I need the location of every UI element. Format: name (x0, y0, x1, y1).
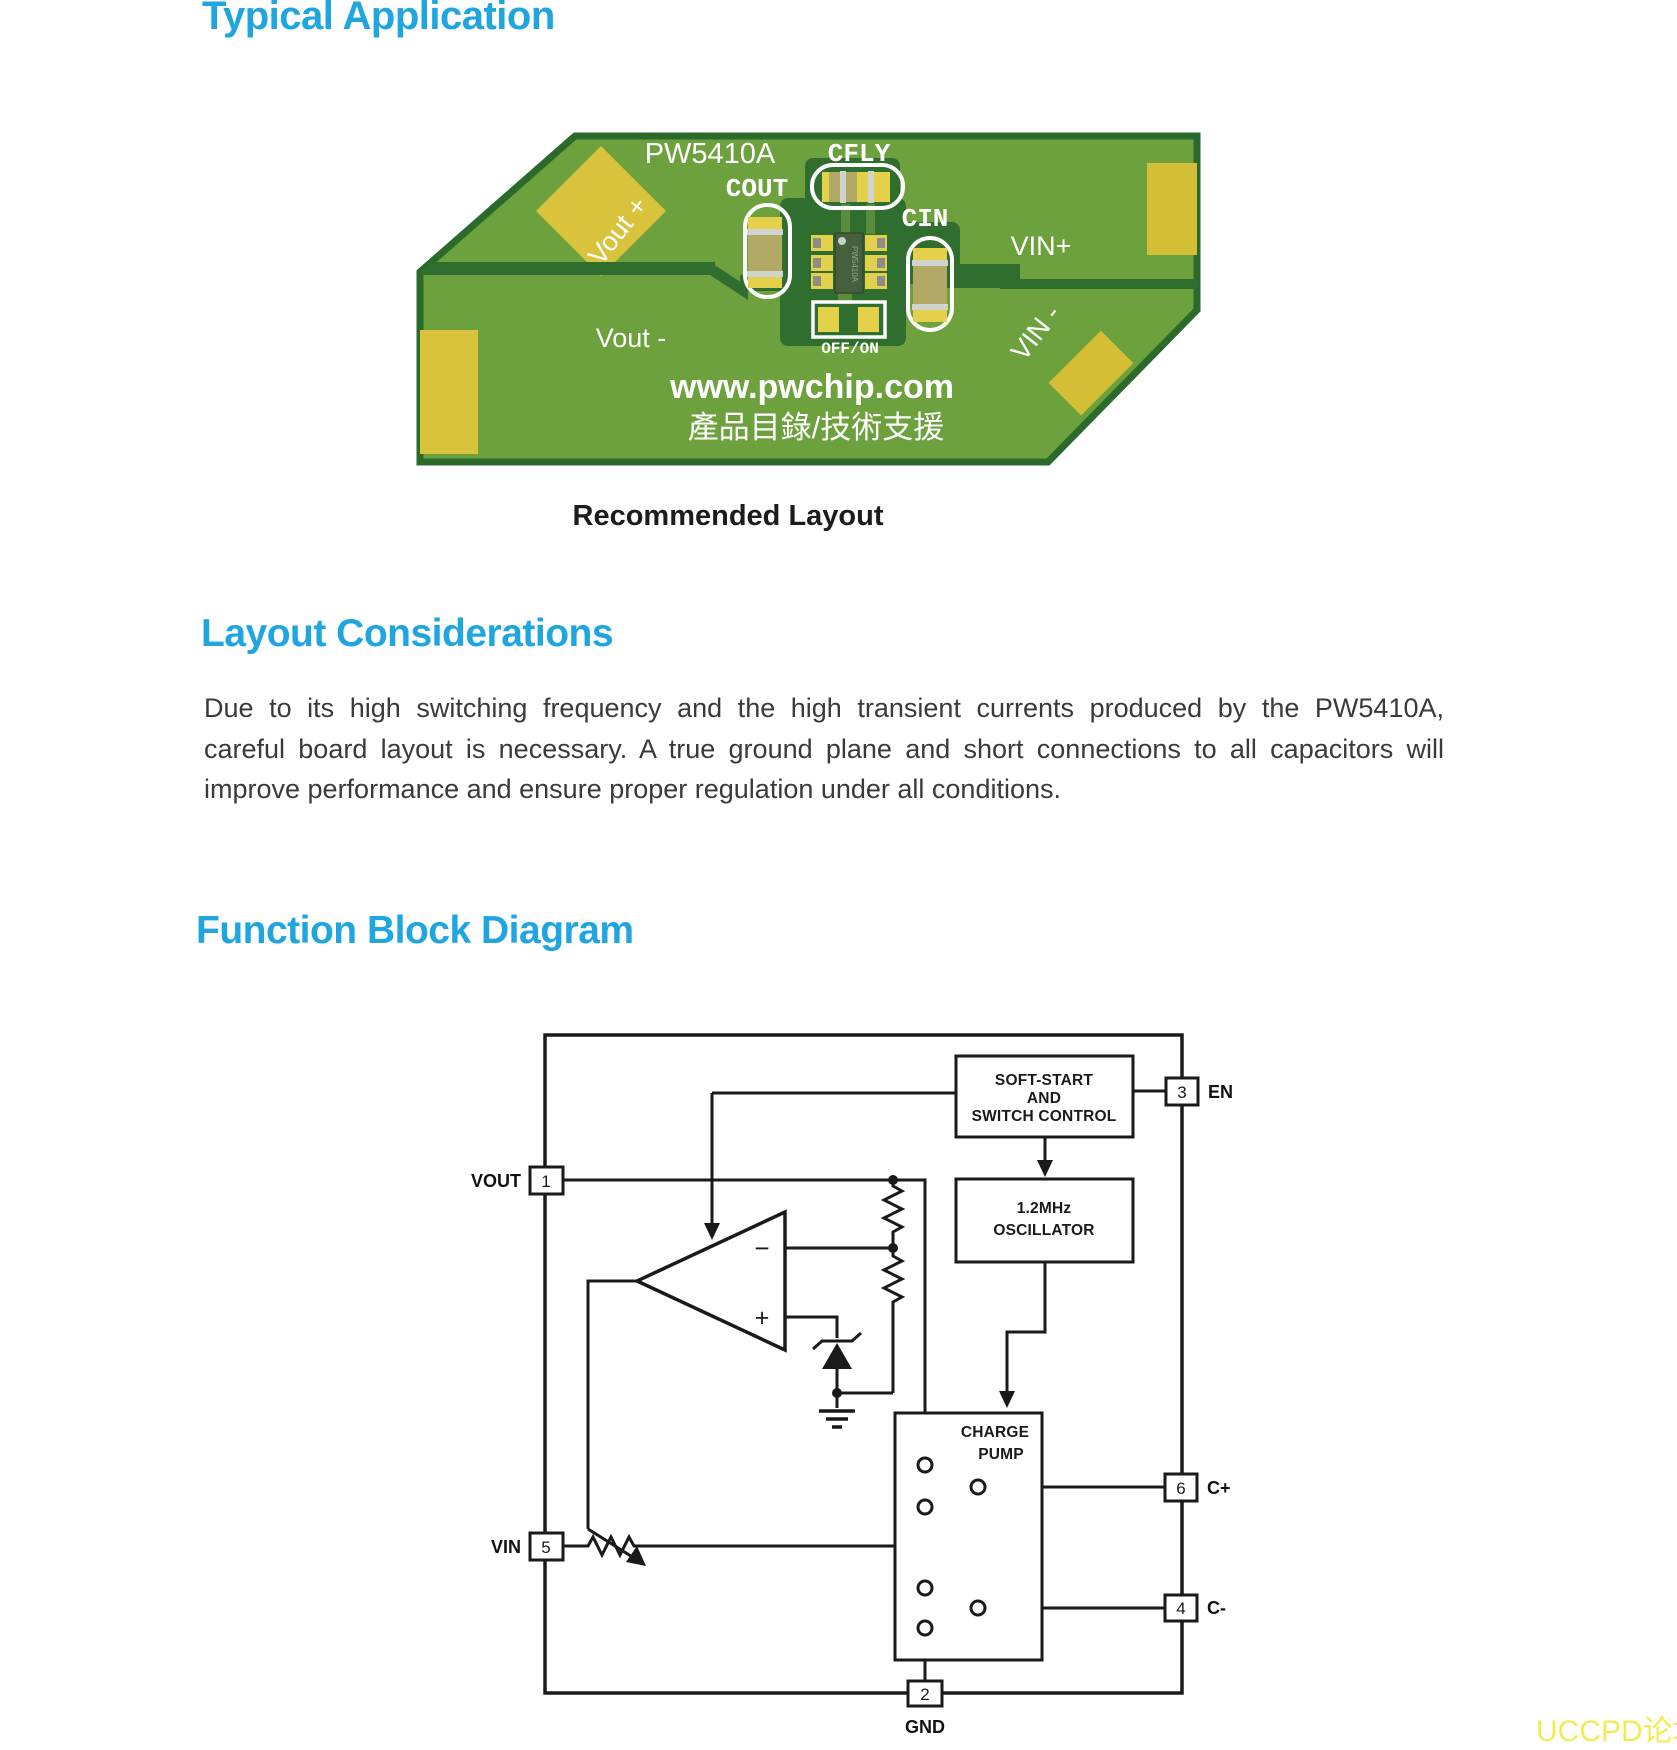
pcb-label-cfly: CFLY (828, 139, 891, 169)
error-amplifier (632, 1209, 787, 1353)
pin-3-en (1164, 1076, 1200, 1107)
pad-vin-minus (1048, 330, 1134, 416)
section-title-layout-considerations: Layout Considerations (201, 612, 614, 655)
pcb-label-vin-plus: VIN+ (1011, 231, 1072, 261)
figure-caption: Recommended Layout (572, 500, 884, 532)
function-block-diagram: SOFT-START AND SWITCH CONTROL 1.2MHz OSC… (471, 1033, 1233, 1737)
watermark: UCCPD论坛 (1536, 1715, 1677, 1748)
pin-3-label: EN (1208, 1082, 1233, 1102)
charge-pump-line2: PUMP (978, 1446, 1024, 1463)
pin-1-vout (528, 1165, 565, 1196)
pcb-label-vout-minus: Vout - (596, 323, 667, 353)
pin-2-label: GND (905, 1717, 945, 1737)
oscillator-freq-line: 1.2MHz (1017, 1200, 1072, 1217)
ground-symbol (819, 1409, 855, 1429)
charge-pump-line1: CHARGE (961, 1424, 1029, 1441)
paragraph-line: improve performance and ensure proper re… (204, 774, 1061, 804)
ic-chip: PW5410A (811, 232, 887, 294)
pcb-label-website: www.pwchip.com (669, 368, 954, 406)
pin-6-number: 6 (1176, 1479, 1185, 1498)
feedback-resistor-bottom (880, 1248, 906, 1393)
feedback-resistor-top (880, 1180, 906, 1248)
opamp-minus-sign: − (754, 1233, 769, 1263)
pin-5-number: 5 (541, 1538, 550, 1557)
cfly-capacitor (810, 163, 905, 210)
paragraph-line: Due to its high switching frequency and … (204, 693, 1444, 723)
zener-diode (822, 1343, 852, 1369)
pcb-label-part-number: PW5410A (645, 138, 776, 170)
off-on-switch (811, 300, 887, 339)
pin-2-number: 2 (920, 1685, 929, 1704)
block-oscillator (954, 1177, 1135, 1264)
block-soft-start (954, 1054, 1135, 1139)
pin-1-number: 1 (541, 1172, 550, 1191)
section-title-function-block-diagram: Function Block Diagram (196, 909, 634, 952)
cout-capacitor (743, 203, 792, 299)
pcb-layout-figure: PW5410A PW5410A CFLY COUT CIN VIN+ VIN -… (416, 132, 1201, 466)
pin-6-label: C+ (1207, 1478, 1231, 1498)
body-paragraph: Due to its high switching frequency and … (204, 688, 1444, 810)
paragraph-line: careful board layout is necessary. A tru… (204, 733, 1444, 764)
vin-pass-resistor (562, 1533, 920, 1559)
pin-4-label: C- (1207, 1598, 1226, 1618)
cin-capacitor (906, 236, 954, 332)
pin-2-gnd (906, 1679, 944, 1708)
oscillator-line2: OSCILLATOR (993, 1222, 1094, 1239)
pcb-label-cin: CIN (902, 204, 949, 234)
pin-4-number: 4 (1176, 1599, 1185, 1618)
pin-5-vin (528, 1531, 565, 1562)
pad-vout-minus (420, 330, 478, 454)
block-charge-pump (893, 1411, 1044, 1662)
section-title-typical-application: Typical Application (202, 0, 555, 38)
pin-4-cminus (1163, 1593, 1199, 1623)
soft-start-line2: AND (1027, 1090, 1061, 1107)
pin-5-label: VIN (491, 1537, 521, 1557)
zener-cathode-bar (812, 1331, 862, 1351)
ic-marking: PW5410A (850, 246, 859, 283)
pin-3-number: 3 (1177, 1083, 1186, 1102)
pad-vout-plus (535, 145, 667, 277)
pin-6-cplus (1163, 1472, 1199, 1503)
opamp-plus-sign: + (755, 1304, 770, 1332)
soft-start-line1: SOFT-START (995, 1072, 1093, 1089)
charge-pump-switches (916, 1456, 987, 1637)
pcb-label-chinese: 產品目錄/技術支援 (688, 410, 945, 445)
pad-vin-plus (1147, 163, 1197, 255)
soft-start-line3: SWITCH CONTROL (972, 1108, 1117, 1125)
pcb-label-off-on: OFF/ON (821, 340, 879, 358)
pcb-label-cout: COUT (726, 174, 788, 204)
pin-1-label: VOUT (471, 1171, 521, 1191)
